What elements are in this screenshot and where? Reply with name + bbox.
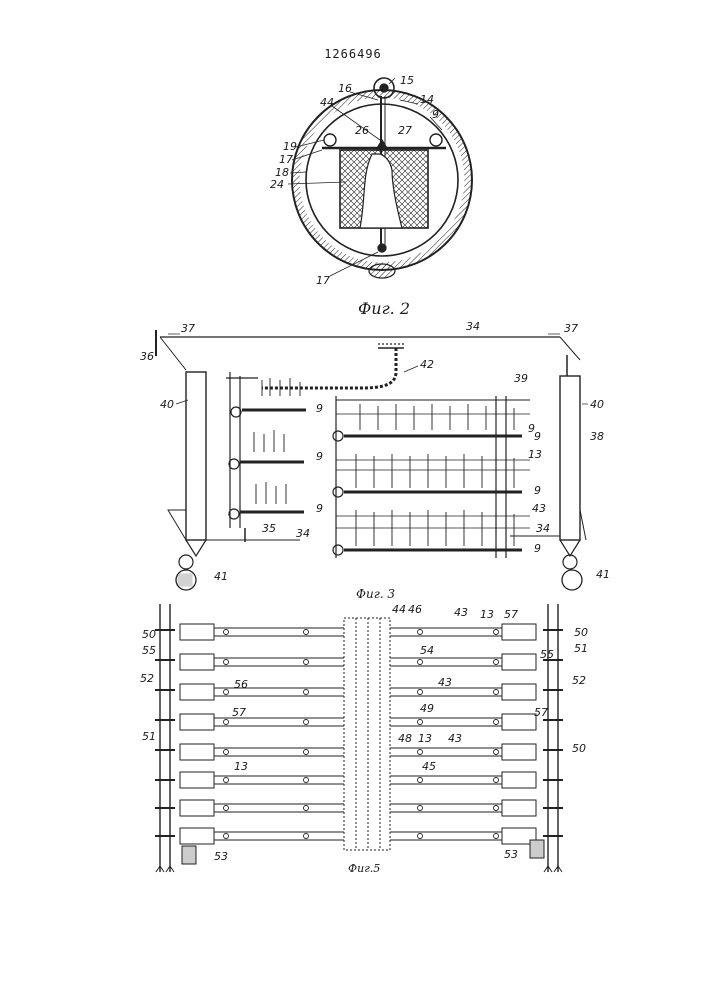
left-tray-1 (231, 407, 306, 417)
label-9-tray-e: 9 (534, 542, 541, 555)
motor-right (530, 840, 544, 858)
label-55-a: 55 (142, 644, 156, 657)
conveyor-row-1 (180, 624, 536, 640)
figure-3-labels: 37 36 34 37 42 39 40 40 38 9 9 9 13 9 9 … (140, 320, 610, 601)
label-43-c: 43 (448, 732, 462, 745)
figure-3 (156, 330, 588, 590)
label-41-left: 41 (214, 570, 228, 583)
label-57-a: 57 (504, 608, 518, 621)
label-44: 44 (392, 603, 406, 616)
label-14: 14 (420, 93, 434, 106)
label-16: 16 (338, 82, 352, 95)
label-43-b: 43 (438, 676, 452, 689)
label-9-left-b: 9 (316, 450, 323, 463)
flexible-hose (262, 348, 396, 388)
conveyor-row-8 (180, 828, 536, 844)
label-15: 15 (400, 74, 414, 87)
label-44: 44 (320, 96, 334, 109)
conveyor-row-2 (180, 654, 536, 670)
label-24: 24 (270, 178, 284, 191)
figure-2-caption: Фиг. 2 (358, 299, 410, 318)
label-52-a: 52 (140, 672, 154, 685)
label-9-left-a: 9 (316, 402, 323, 415)
label-57-c: 57 (534, 706, 548, 719)
label-46: 46 (408, 603, 422, 616)
label-54: 54 (420, 644, 434, 657)
label-17-top: 17 (279, 153, 293, 166)
central-conveyor (344, 618, 390, 850)
conveyor-row-7 (180, 800, 536, 816)
label-52-b: 52 (572, 674, 586, 687)
label-9-left-c: 9 (316, 502, 323, 515)
label-38: 38 (590, 430, 604, 443)
label-53-a: 53 (214, 850, 228, 863)
label-42: 42 (420, 358, 434, 371)
label-41-right: 41 (596, 568, 610, 581)
label-39: 39 (514, 372, 528, 385)
motor-left (182, 846, 196, 864)
label-53-b: 53 (504, 848, 518, 861)
conveyor-row-6 (180, 772, 536, 788)
figure-5 (155, 604, 563, 872)
label-55-b: 55 (540, 648, 554, 661)
label-9-tray-f: 9 (534, 430, 541, 443)
label-34-right: 34 (536, 522, 550, 535)
right-tray-3 (333, 545, 522, 555)
label-17-bottom: 17 (316, 274, 330, 287)
label-13-a: 13 (480, 608, 494, 621)
figure-2 (288, 78, 472, 278)
label-13-c: 13 (234, 760, 248, 773)
label-51-a: 51 (574, 642, 588, 655)
label-9-tray-d: 9 (534, 484, 541, 497)
label-51-b: 51 (142, 730, 156, 743)
label-34-top: 34 (466, 320, 480, 333)
label-37-right: 37 (564, 322, 578, 335)
bottom-bearing (369, 264, 395, 278)
label-40-right: 40 (590, 398, 604, 411)
label-50-b: 50 (574, 626, 588, 639)
label-56: 56 (234, 678, 248, 691)
patent-number: 1266496 (324, 47, 382, 61)
label-37-left: 37 (181, 322, 195, 335)
figure-5-caption: Фиг.5 (348, 862, 380, 875)
label-40-left: 40 (160, 398, 174, 411)
label-9: 9 (432, 108, 439, 121)
label-45: 45 (422, 760, 436, 773)
right-tray-2 (333, 487, 522, 497)
label-27: 27 (398, 124, 412, 137)
label-34-bottom: 34 (296, 527, 310, 540)
label-43: 43 (532, 502, 546, 515)
right-column (560, 376, 580, 540)
left-column (186, 372, 206, 540)
conveyor-row-5 (180, 744, 536, 760)
label-49: 49 (420, 702, 434, 715)
label-36: 36 (140, 350, 154, 363)
label-50-c: 50 (572, 742, 586, 755)
label-35: 35 (262, 522, 276, 535)
label-50-a: 50 (142, 628, 156, 641)
label-13-b: 13 (418, 732, 432, 745)
label-13: 13 (528, 448, 542, 461)
label-26: 26 (355, 124, 369, 137)
figure-3-caption: Фиг. 3 (356, 587, 395, 601)
label-57-b: 57 (232, 706, 246, 719)
label-19: 19 (283, 140, 297, 153)
right-tray-1 (333, 431, 522, 441)
label-48: 48 (398, 732, 412, 745)
label-43-a: 43 (454, 606, 468, 619)
figure-5-labels: 44 46 43 13 57 50 50 55 54 55 51 52 43 5… (140, 603, 588, 875)
